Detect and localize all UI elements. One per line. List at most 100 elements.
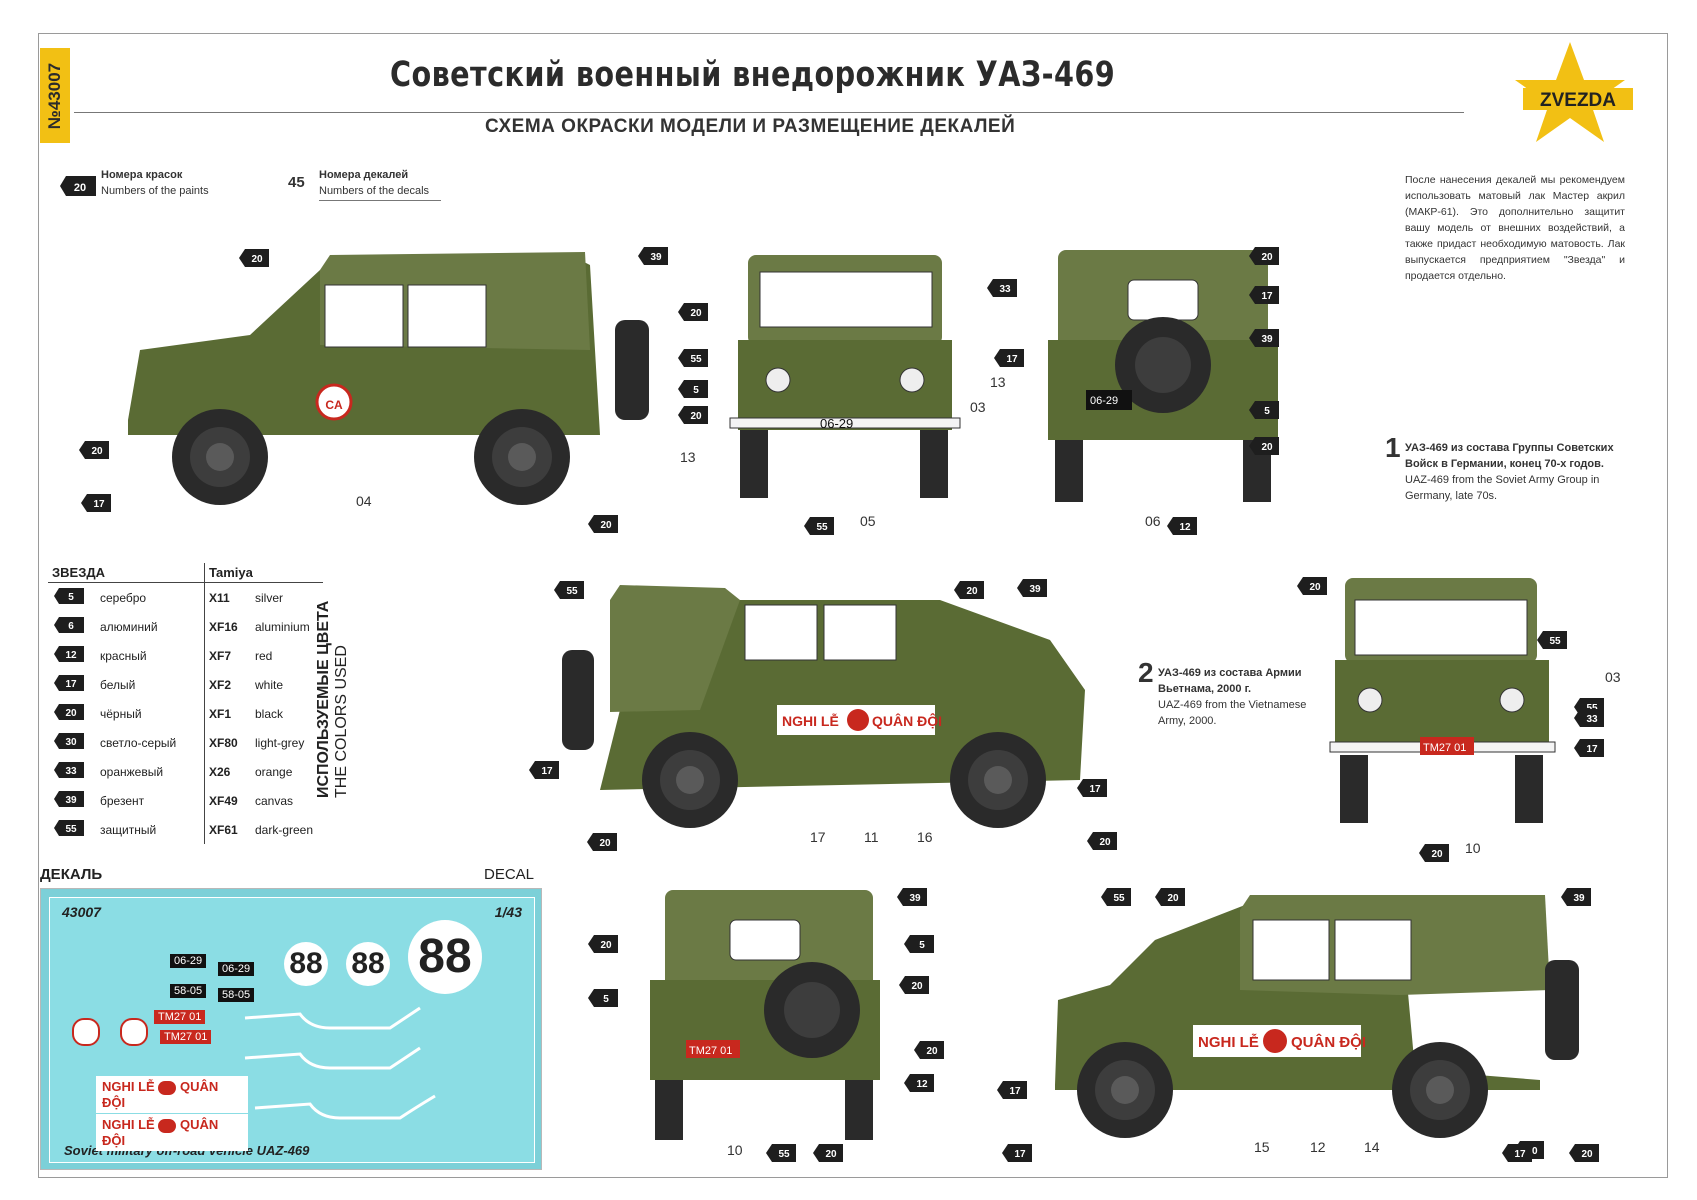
svg-text:20: 20	[825, 1149, 837, 1160]
paint-badge-icon: 5	[48, 583, 96, 613]
svg-text:20: 20	[251, 254, 263, 265]
paint-callout-badge: 20	[899, 976, 929, 994]
paint-callout-badge: 39	[1017, 579, 1047, 597]
svg-text:17: 17	[1089, 784, 1101, 795]
svg-text:TM27 01: TM27 01	[689, 1045, 732, 1057]
page-subtitle: СХЕМА ОКРАСКИ МОДЕЛИ И РАЗМЕЩЕНИЕ ДЕКАЛЕ…	[485, 116, 1016, 137]
decal-callout-number: 15	[1254, 1139, 1270, 1155]
paint-callout-badge: 17	[529, 761, 559, 779]
svg-text:12: 12	[1179, 522, 1191, 533]
decal-callout-number: 17	[810, 829, 826, 845]
paint-callout-badge: 12	[904, 1074, 934, 1092]
sheet-frame	[38, 33, 1668, 1178]
svg-text:6: 6	[68, 621, 74, 632]
svg-text:20: 20	[966, 586, 978, 597]
zvezda-logo: ZVEZDA	[1515, 42, 1633, 142]
svg-text:20: 20	[690, 308, 702, 319]
svg-text:17: 17	[541, 766, 553, 777]
legend-paints: Номера красок Numbers of the paints	[101, 169, 209, 197]
svg-text:39: 39	[650, 252, 662, 263]
paint-code: XF49	[209, 793, 238, 808]
paint-callout-badge: 17	[997, 1081, 1027, 1099]
paint-callout-badge: 17	[1077, 779, 1107, 797]
svg-text:39: 39	[1261, 334, 1273, 345]
legend-decals: Номера декалей Numbers of the decals	[319, 169, 430, 197]
decal-callout-number: 10	[727, 1142, 743, 1158]
varnish-note: После нанесения декалей мы рекомендуем и…	[1405, 174, 1625, 282]
variant-2-caption: 2 УАЗ-469 из состава Армии Вьетнама, 200…	[1138, 657, 1307, 728]
page-title: Советский военный внедорожник УАЗ-469	[390, 55, 1116, 95]
svg-text:20: 20	[1581, 1149, 1593, 1160]
svg-text:17: 17	[1261, 291, 1273, 302]
svg-text:17: 17	[1014, 1149, 1026, 1160]
svg-text:5: 5	[68, 592, 74, 603]
svg-text:55: 55	[778, 1149, 790, 1160]
svg-text:NGHI LỄ: NGHI LỄ	[1198, 1034, 1259, 1051]
paint-callout-badge: 17	[1502, 1144, 1532, 1162]
svg-text:55: 55	[690, 354, 702, 365]
decal-plate: 06-29	[170, 954, 207, 968]
decal-plate-red: ТМ27 01	[154, 1010, 206, 1024]
svg-text:20: 20	[690, 411, 702, 422]
svg-text:20: 20	[74, 182, 86, 194]
paint-code: XF16	[209, 619, 238, 634]
paint-callout-badge: 5	[1249, 401, 1279, 419]
paint-callout-badge: 5	[588, 989, 618, 1007]
svg-text:5: 5	[603, 994, 609, 1005]
paint-callout-badge: 39	[897, 888, 927, 906]
svg-text:20: 20	[1309, 582, 1321, 593]
svg-text:17: 17	[1009, 1086, 1021, 1097]
paint-callout-badge: 17	[1002, 1144, 1032, 1162]
decal-title-en: DECAL	[484, 866, 535, 883]
svg-text:20: 20	[65, 708, 77, 719]
svg-text:20: 20	[1099, 837, 1111, 848]
decal-callout-number: 04	[356, 493, 372, 509]
svg-text:QUÂN ĐỘI: QUÂN ĐỘI	[1291, 1033, 1366, 1051]
paint-callout-badge: 55	[1101, 888, 1131, 906]
paint-callout-badge: 39	[1561, 888, 1591, 906]
svg-text:20: 20	[911, 981, 923, 992]
paint-name-en: white	[255, 677, 284, 692]
svg-text:20: 20	[599, 838, 611, 849]
view-front-vietnam: TM27 01	[1329, 578, 1556, 823]
paint-name-ru: серебро	[96, 582, 205, 612]
svg-text:55: 55	[1113, 893, 1125, 904]
paint-callout-badge: 55	[678, 349, 708, 367]
paint-name-en: orange	[255, 764, 293, 779]
header-zvezda: ЗВЕЗДА	[48, 563, 205, 583]
view-side-vietnam-mirror: NGHI LỄ QUÂN ĐỘI	[1055, 895, 1579, 1138]
paint-badge-icon: 55	[48, 815, 96, 844]
svg-text:20: 20	[1261, 252, 1273, 263]
paint-name-en: black	[255, 706, 284, 721]
decal-sheet: 43007 1/43 Soviet military off-road vehi…	[40, 888, 542, 1170]
svg-text:17: 17	[1586, 744, 1598, 755]
paint-callout-badge: 39	[1249, 329, 1279, 347]
paint-callout-badge: 17	[994, 349, 1024, 367]
paint-code: X11	[209, 590, 230, 605]
paint-badge-icon: 17	[48, 670, 96, 699]
paint-code: XF1	[209, 706, 232, 721]
paint-callout-badge: 20	[678, 303, 708, 321]
decal-roundel	[120, 1018, 148, 1046]
paint-callout-badge: 20	[239, 249, 269, 267]
svg-text:17: 17	[1006, 354, 1018, 365]
decal-plate: 06-29	[218, 962, 255, 976]
paint-callout-badge: 17	[1574, 739, 1604, 757]
decal-slogan: NGHI LỄ QUÂN ĐỘI	[96, 1114, 248, 1151]
svg-text:5: 5	[1264, 406, 1270, 417]
paint-callout-badge: 20	[1249, 247, 1279, 265]
paint-badge-icon: 6	[48, 612, 96, 641]
paint-callout-badge: 55	[1537, 631, 1567, 649]
paint-callout-badge: 17	[1249, 286, 1279, 304]
decal-callout-number: 12	[1310, 1139, 1326, 1155]
paint-callout-badge: 5	[678, 380, 708, 398]
svg-text:33: 33	[1586, 714, 1598, 725]
decal-callout-number: 13	[990, 374, 1006, 390]
svg-text:5: 5	[693, 385, 699, 396]
